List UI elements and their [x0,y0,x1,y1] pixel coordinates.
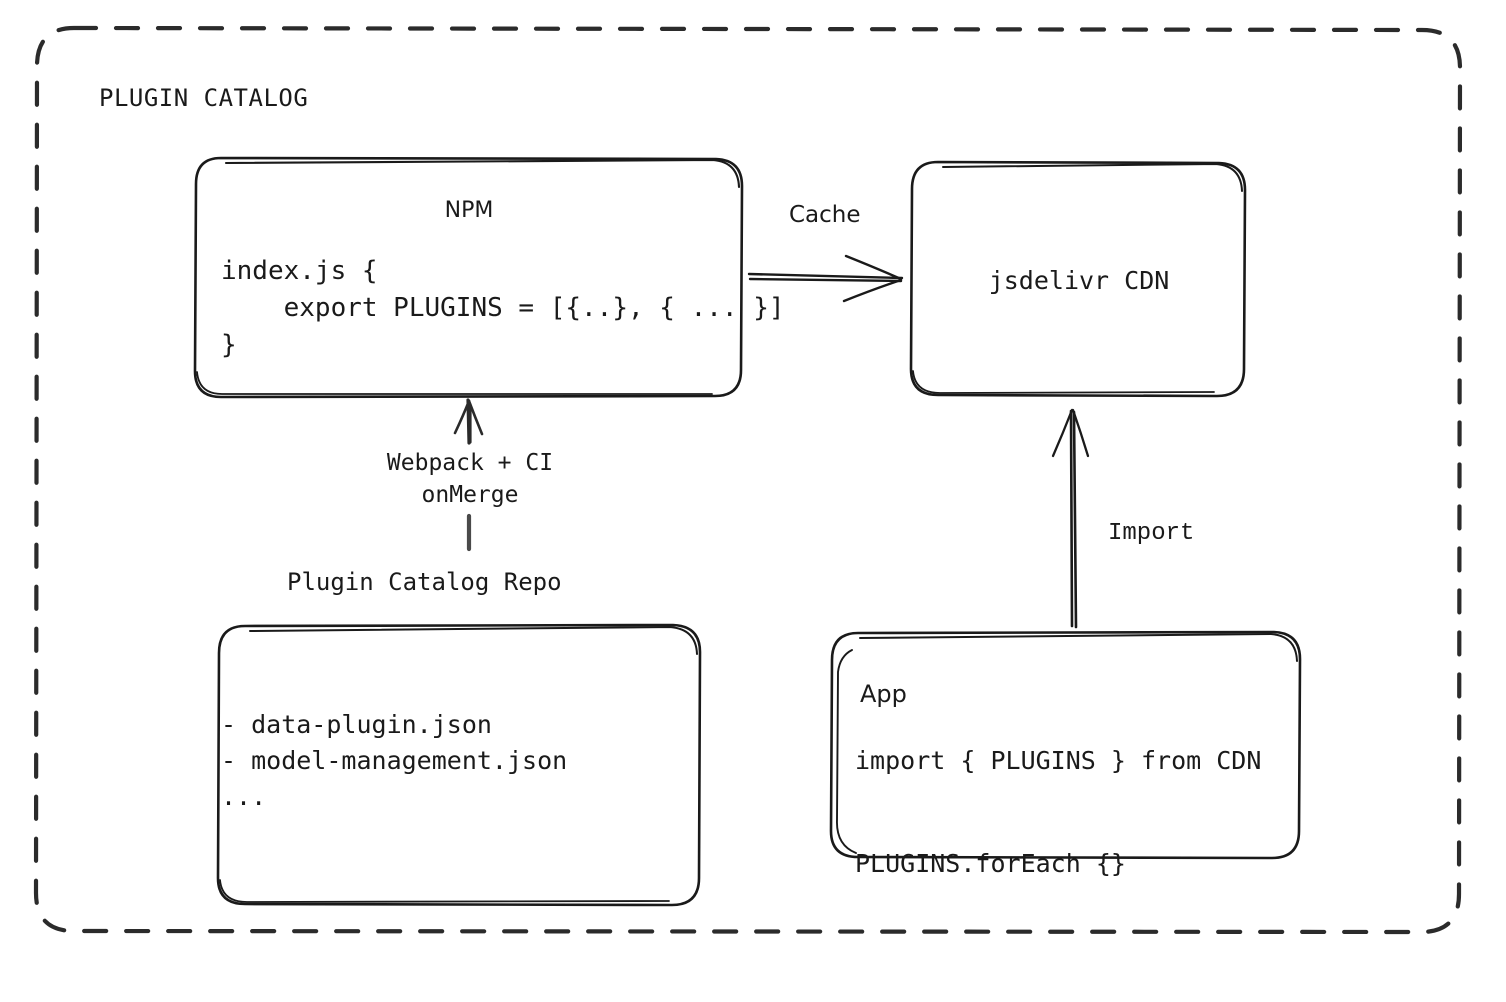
app-box [829,630,1302,860]
cache-edge-label: Cache [789,202,861,228]
build-arrow [453,398,484,552]
cache-arrow [747,254,904,303]
cdn-box [909,160,1247,398]
repo-box [216,623,702,907]
npm-box [193,156,744,399]
npm-node-code: index.js { export PLUGINS = [{..}, { ...… [221,256,785,360]
repo-node-label: Plugin Catalog Repo [287,568,562,596]
npm-node-title: NPM [444,198,494,223]
import-arrow [1051,408,1090,629]
cdn-node-title: jsdelivr CDN [988,266,1170,295]
group-boundary [33,25,1463,935]
app-node-code: import { PLUGINS } from CDN PLUGINS.forE… [855,746,1262,878]
app-node-title: App [860,680,907,708]
import-edge-label: Import [1108,520,1195,547]
group-title: PLUGIN CATALOG [99,84,309,112]
build-edge-label: Webpack + CI onMerge [386,450,554,508]
repo-node-files: - data-plugin.json - model-management.js… [221,710,568,811]
